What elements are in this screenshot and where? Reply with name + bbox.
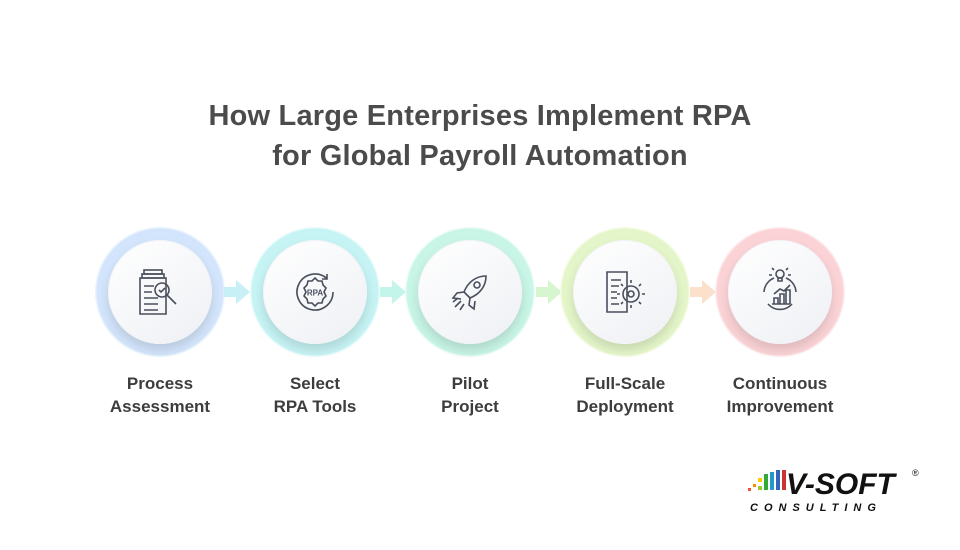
document-magnifier-check-icon <box>139 269 177 315</box>
step-circle: RPA <box>263 240 367 344</box>
title-line-2: for Global Payroll Automation <box>272 140 688 172</box>
document-gear-icon <box>606 271 645 313</box>
rocket-icon <box>451 275 487 311</box>
title-line-1: How Large Enterprises Implement RPA <box>208 100 752 132</box>
svg-text:V-SOFT: V-SOFT <box>786 468 898 501</box>
svg-text:®: ® <box>912 468 919 478</box>
step-circle <box>728 240 832 344</box>
arrow-right-icon <box>536 280 562 304</box>
page-title: How Large Enterprises Implement RPA for … <box>0 96 960 176</box>
v-soft-consulting-logo: V-SOFT ® CONSULTING <box>748 468 919 514</box>
step-full-scale-deployment <box>560 227 690 357</box>
step-select-rpa-tools: RPA <box>250 227 380 357</box>
arrow-right-icon <box>690 280 716 304</box>
step-circle <box>418 240 522 344</box>
step-process-assessment <box>95 227 225 357</box>
svg-text:RPA: RPA <box>307 289 324 298</box>
arrow-right-icon <box>380 280 406 304</box>
svg-text:CONSULTING: CONSULTING <box>750 502 882 514</box>
arrow-right-icon <box>224 280 250 304</box>
rpa-gear-icon: RPA <box>296 273 334 311</box>
step-pilot-project <box>405 227 535 357</box>
step-circle <box>573 240 677 344</box>
step-continuous-improvement <box>715 227 845 357</box>
lightbulb-cycle-chart-icon <box>763 267 797 311</box>
step-circle <box>108 240 212 344</box>
